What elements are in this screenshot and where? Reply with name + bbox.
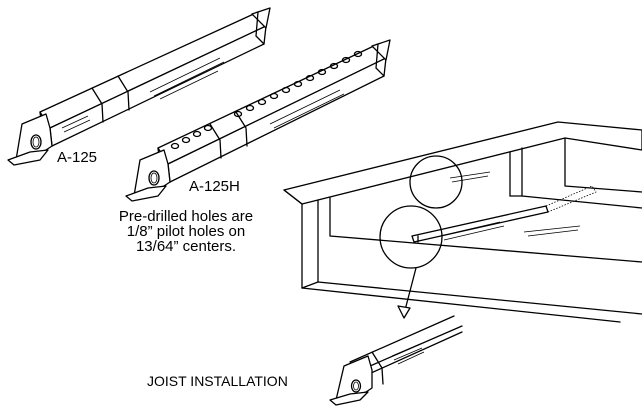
label-joist-installation: JOIST INSTALLATION	[147, 373, 288, 389]
pilot-holes	[170, 50, 363, 150]
note-line-3: 13/64” centers.	[135, 238, 237, 255]
bracket-installed-detail	[329, 315, 463, 406]
label-a125: A-125	[57, 149, 98, 166]
bracket-a125h	[125, 39, 391, 202]
note-line-2: 1/8” pilot holes on	[126, 223, 246, 240]
label-a125h: A-125H	[189, 178, 240, 195]
note-line-1: Pre-drilled holes are	[118, 208, 254, 225]
joist-assembly	[283, 121, 642, 323]
bracket-a125	[7, 7, 271, 166]
